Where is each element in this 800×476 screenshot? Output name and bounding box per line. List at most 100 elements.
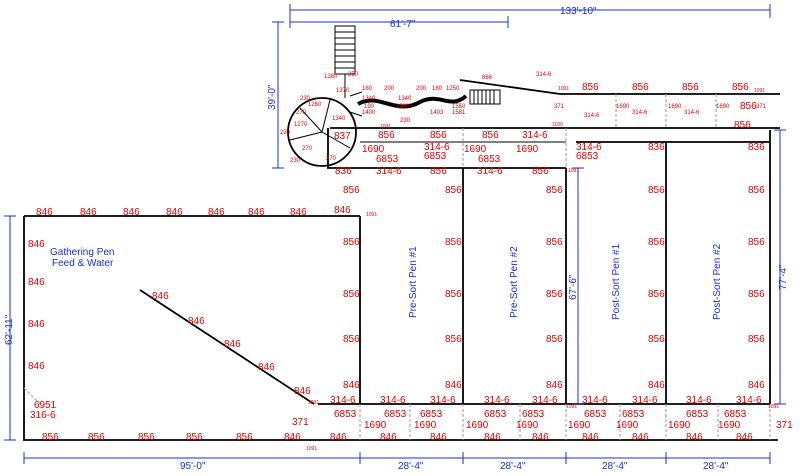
panel-label: 846 [258,362,275,373]
panel-label: 856 [378,130,395,141]
panel-id-label: 1091 [566,404,577,410]
panel-label: 856 [648,185,665,196]
panel-label: 1340 [332,116,346,122]
dim-gathering-height: 62'-11" [4,314,15,345]
panel-label: 846 [736,432,753,443]
panel-label: 846 [532,432,549,443]
panel-label: 846 [430,432,447,443]
dim-right-height: 77'-4" [778,264,789,290]
squeeze-bars [473,90,495,104]
walls [23,25,780,441]
panel-label: 846 [648,380,665,391]
dim-overall-width: 133'-10" [560,6,597,17]
panel-label: 836 [748,142,765,153]
panel-label: 6853 [522,409,545,420]
panel-label: 846 [294,386,311,397]
panel-label: 371 [292,417,309,428]
panel-label: 314-6 [684,110,700,116]
panel-label: 856 [430,130,447,141]
panel-label: 856 [482,130,499,141]
panel-label: 846 [224,339,241,350]
panel-label: 200 [384,86,395,92]
panel-label: 856 [445,289,462,300]
panel-label: 1340 [398,96,412,102]
panel-label: 314-6 [686,395,712,406]
panel-label: 846 [546,380,563,391]
panel-label: 856 [138,432,155,443]
panel-label: 314-6 [484,395,510,406]
panel-label: 856 [343,237,360,248]
dim-pen-width-4: 28'-4" [703,461,729,472]
gathering-pen-subtitle: Feed & Water [52,258,114,269]
panel-label: 1690 [414,420,437,431]
panel-label: 6853 [478,154,501,165]
panel-label: 846 [28,239,45,250]
dim-pen-width-3: 28'-4" [602,461,628,472]
panel-label: 270 [296,110,307,116]
gathering-gate-left [23,387,41,405]
gathering-pen-panel-labels: 846 846 846 846 846 846 846 846 1091 846… [28,205,377,452]
ramp-steps [335,31,355,69]
panel-label: 856 [748,185,765,196]
panel-label: 230 [290,158,301,164]
panel-label: 856 [343,185,360,196]
panel-label: 846 [380,432,397,443]
panel-id-label: 1091 [558,86,569,92]
panel-id-label: 1100 [552,122,563,128]
panel-label: 856 [343,289,360,300]
panel-label: 1690 [516,144,539,155]
panel-label: 371 [776,420,793,431]
panel-label: 1690 [616,104,630,110]
panel-label: 314-6 [576,142,602,153]
pen-front-panel-labels: 836 314-6 856 314-6 856 1091 314-6 314-6… [330,166,779,410]
panel-label: 1690 [362,144,385,155]
panel-label: 1690 [516,420,539,431]
panel-label: 856 [88,432,105,443]
panel-label: 856 [748,237,765,248]
panel-label: 856 [532,166,549,177]
panel-label: 1690 [668,104,682,110]
dimension-lines [4,4,786,464]
panel-label: 856 [546,289,563,300]
panel-label: 180 [362,86,373,92]
panel-label: 846 [208,207,225,218]
upper-alley-panel-labels: 856 856 856 856 1091 1091 866 314-6 856 … [334,72,767,165]
panel-label: 314-6 [632,395,658,406]
panel-label: 6853 [484,409,507,420]
panel-label: 314-6 [424,142,450,153]
panel-label: 314-6 [582,395,608,406]
panel-label: 846 [686,432,703,443]
panel-label: 6853 [420,409,443,420]
dim-pen-width-1: 28'-4" [398,461,424,472]
dim-alley-width: 61'-7" [390,19,416,30]
panel-label: 6951 [34,400,57,411]
panel-label: 856 [740,101,757,112]
panel-label: 314-6 [584,113,600,119]
panel-label: 314-6 [632,110,648,116]
panel-label: 371 [554,104,565,110]
panel-label: 1380 [396,104,410,110]
panel-label: 846 [248,207,265,218]
panel-label: 846 [290,207,307,218]
panel-id-label: 1091 [754,88,765,94]
dim-pens-height: 67'-6" [568,274,579,300]
panel-label: 856 [445,334,462,345]
panel-label: 314-6 [477,166,503,177]
panel-label: 856 [343,334,360,345]
panel-label: 856 [445,185,462,196]
panel-label: 846 [284,432,301,443]
panel-label: 1690 [364,420,387,431]
panel-label: 1370 [336,88,350,94]
bottom-alley-panel-labels: 6853 6853 6853 6853 6853 6853 6853 6853 … [330,409,793,443]
upper-gates [462,94,717,168]
tub-chute-labels: 1380 250 1370 180 200 200 180 1250 1340 … [280,72,466,164]
tub-circle [287,97,357,167]
panel-label: 230 [300,96,311,102]
panel-label: 6853 [724,409,747,420]
panel-label: 856 [546,334,563,345]
dim-gathering-width: 95'-0" [180,461,206,472]
panel-label: 270 [302,146,313,152]
panel-label: 856 [582,82,599,93]
pen-gates-lower [359,404,771,440]
